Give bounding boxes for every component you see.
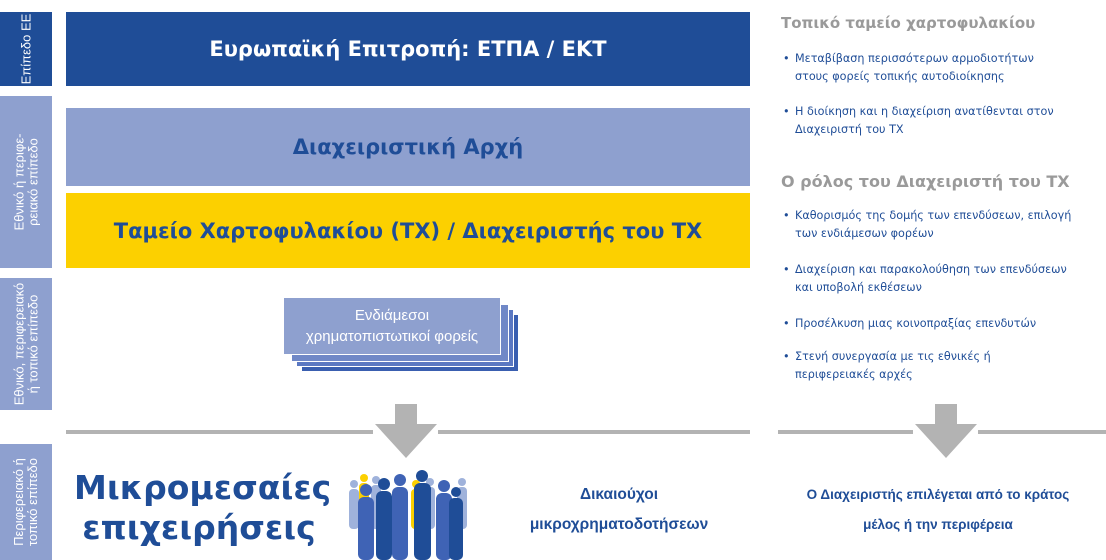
bullet-item: • Καθορισμός της δομής των επενδύσεων, ε… xyxy=(783,207,1106,243)
bullet-text: Η διοίκηση και η διαχείριση ανατίθενται … xyxy=(795,105,1054,136)
holding-fund-box: Ταμείο Χαρτοφυλακίου (ΤΧ) / Διαχειριστής… xyxy=(66,193,750,268)
down-arrow-icon xyxy=(375,404,437,458)
divider-line-left-a xyxy=(66,430,373,434)
level-label-national-regional-text: Εθνικό ή περιφε- ρειακό επίπεδο xyxy=(11,133,41,231)
level-label-regional-local-text: Περιφερειακό ή τοπικό επίπεδο xyxy=(11,458,41,546)
eu-commission-box: Ευρωπαϊκή Επιτροπή: ΕΤΠΑ / ΕΚΤ xyxy=(66,12,750,86)
bullet-item: • Η διοίκηση και η διαχείριση ανατίθεντα… xyxy=(783,103,1106,139)
holding-fund-label: Ταμείο Χαρτοφυλακίου (ΤΧ) / Διαχειριστής… xyxy=(113,218,703,243)
level-label-eu-text: Επίπεδο ΕΕ xyxy=(18,13,33,85)
bullet-item: • Μεταβίβαση περισσότερων αρμοδιοτήτων σ… xyxy=(783,50,1106,86)
holding-fund-manager-role-title: Ο ρόλος του Διαχειριστή του ΤΧ xyxy=(781,172,1070,191)
level-label-national-regional: Εθνικό ή περιφε- ρειακό επίπεδο xyxy=(0,96,52,268)
divider-line-right-b xyxy=(978,430,1106,434)
level-label-eu: Επίπεδο ΕΕ xyxy=(0,12,52,86)
managing-authority-label: Διαχειριστική Αρχή xyxy=(292,135,524,159)
bullet-text: Καθορισμός της δομής των επενδύσεων, επι… xyxy=(795,209,1072,240)
people-group-icon xyxy=(349,470,467,560)
sme-label: Μικρομεσαίες επιχειρήσεις xyxy=(74,468,332,547)
divider-line-left-b xyxy=(438,430,750,434)
intermediaries-box: Ενδιάμεσοι χρηματοπιστωτικοί φορείς xyxy=(283,297,501,355)
beneficiaries-label: Δικαιούχοι μικροχρηματοδοτήσεων xyxy=(529,486,709,533)
bullet-item: • Διαχείριση και παρακολούθηση των επενδ… xyxy=(783,261,1106,297)
local-holding-fund-title: Τοπικό ταμείο χαρτοφυλακίου xyxy=(781,14,1036,32)
level-label-regional-local: Περιφερειακό ή τοπικό επίπεδο xyxy=(0,444,52,560)
level-label-national-regional-local-text: Εθνικό, περιφερειακό ή τοπικό επίπεδο xyxy=(11,282,40,406)
managing-authority-box: Διαχειριστική Αρχή xyxy=(66,108,750,186)
bullet-icon: • xyxy=(783,350,790,363)
eu-commission-label: Ευρωπαϊκή Επιτροπή: ΕΤΠΑ / ΕΚΤ xyxy=(209,37,607,61)
level-label-national-regional-local: Εθνικό, περιφερειακό ή τοπικό επίπεδο xyxy=(0,278,52,410)
bullet-text: Προσέλκυση μιας κοινοπραξίας επενδυτών xyxy=(795,317,1037,330)
down-arrow-right-icon xyxy=(915,404,977,458)
bullet-icon: • xyxy=(783,263,790,276)
divider-line-right-a xyxy=(778,430,913,434)
bullet-text: Μεταβίβαση περισσότερων αρμοδιοτήτων στο… xyxy=(795,52,1034,83)
bullet-text: Διαχείριση και παρακολούθηση των επενδύσ… xyxy=(795,263,1067,294)
bullet-icon: • xyxy=(783,105,790,118)
bullet-text: Στενή συνεργασία με τις εθνικές ή περιφε… xyxy=(795,350,991,381)
bullet-icon: • xyxy=(783,209,790,222)
bullet-item: • Στενή συνεργασία με τις εθνικές ή περι… xyxy=(783,348,1106,384)
bullet-icon: • xyxy=(783,317,790,330)
bullet-item: • Προσέλκυση μιας κοινοπραξίας επενδυτών xyxy=(783,315,1106,333)
manager-selection-label: Ο Διαχειριστής επιλέγεται από το κράτος … xyxy=(806,487,1070,532)
intermediaries-label: Ενδιάμεσοι χρηματοπιστωτικοί φορείς xyxy=(305,307,479,345)
bullet-icon: • xyxy=(783,52,790,65)
